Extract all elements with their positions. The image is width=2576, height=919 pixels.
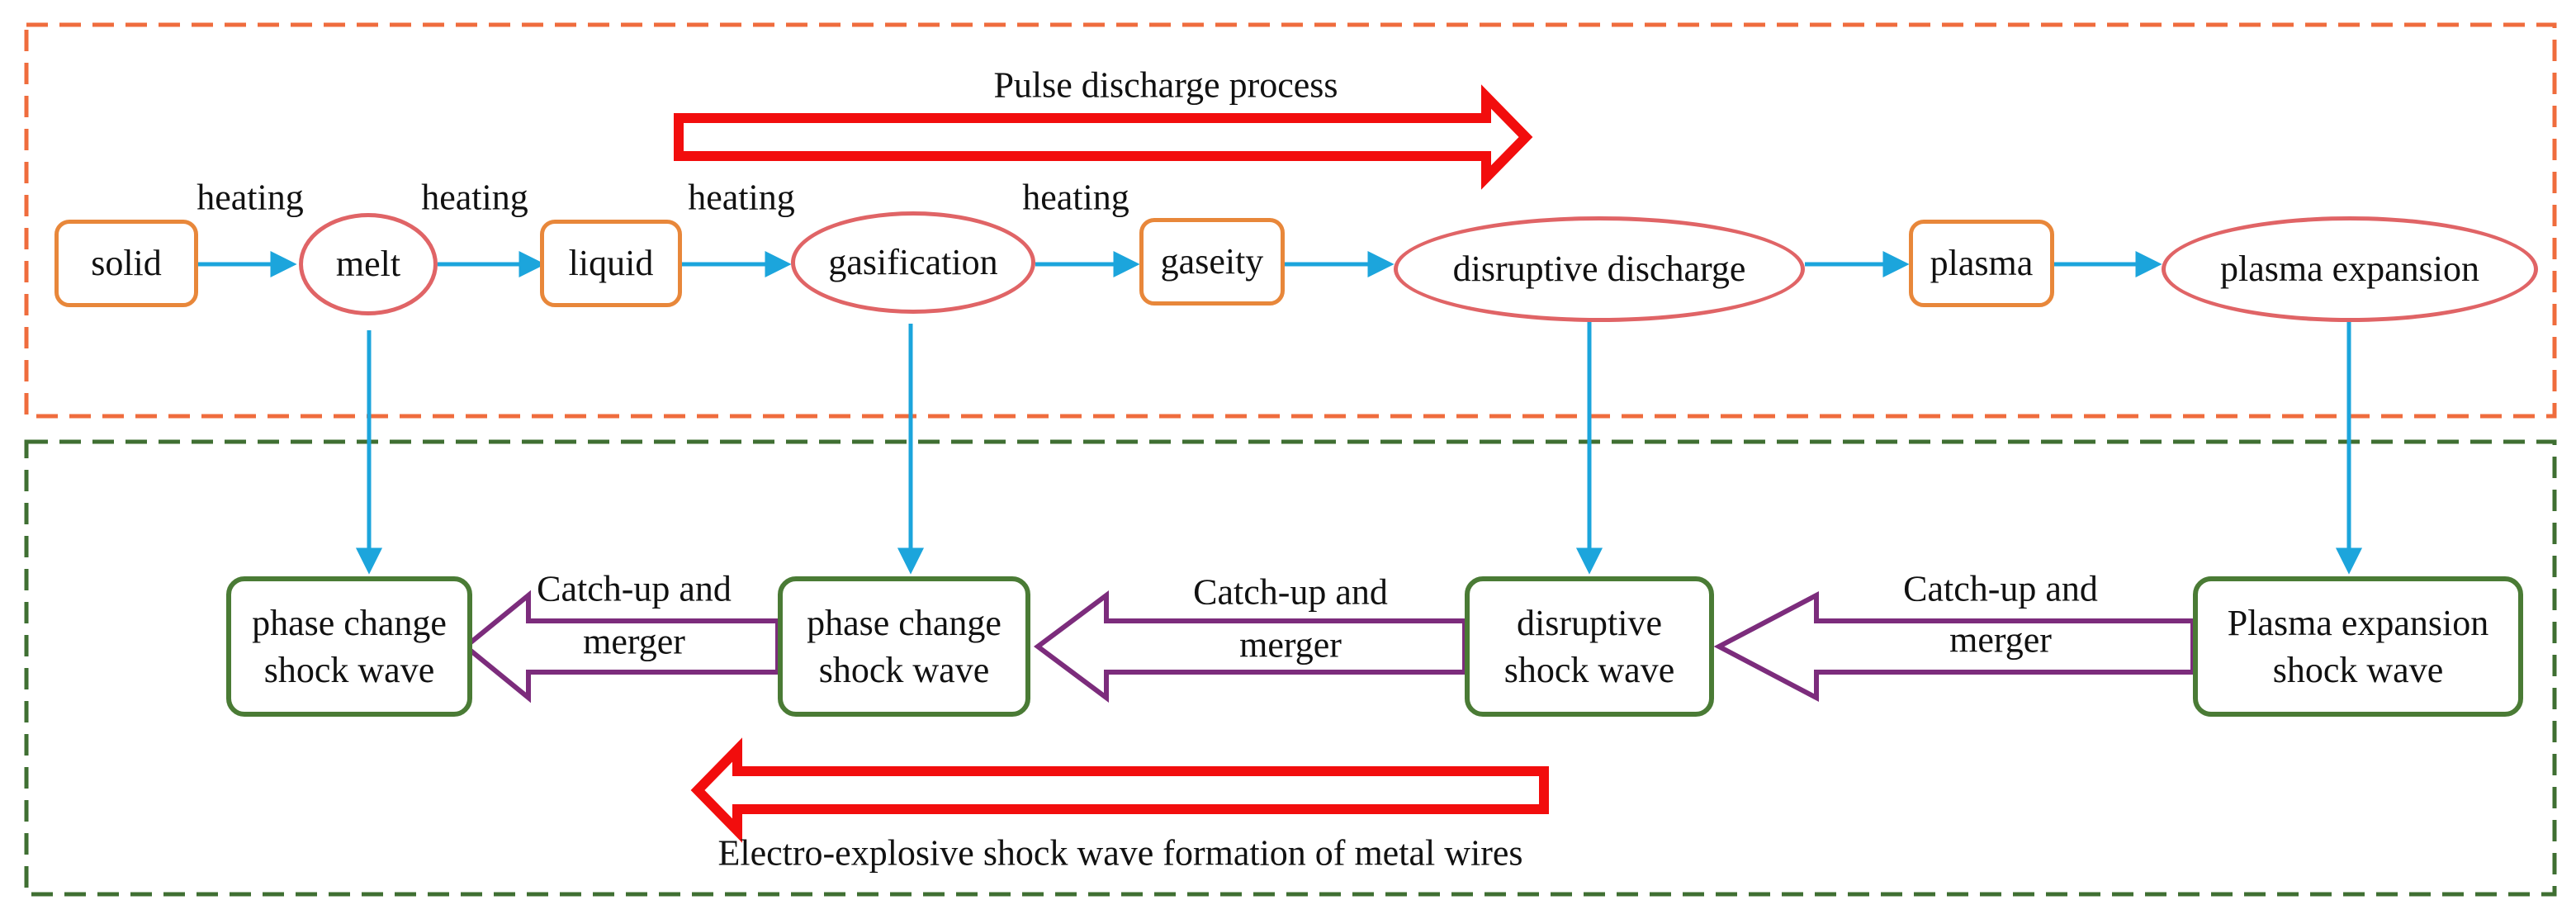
stage-liquid: liquid — [540, 220, 682, 307]
flow-arrowhead-gaseity-discharge — [1367, 250, 1395, 278]
merge-label-2-line2: merger — [1239, 624, 1342, 666]
merge-label-2-line1: Catch-up and — [1193, 571, 1388, 613]
heating-label-1: heating — [197, 177, 304, 218]
stage-solid-label: solid — [91, 243, 162, 284]
shock-wave-formation-title: Electro-explosive shock wave formation o… — [717, 832, 1523, 874]
stage-disruptive-discharge: disruptive discharge — [1394, 216, 1805, 322]
stage-plasma-label: plasma — [1930, 243, 2034, 284]
shock-wave-phase-change-1: phase change shock wave — [226, 576, 472, 717]
stage-gaseity: gaseity — [1139, 218, 1285, 306]
stage-solid: solid — [54, 220, 198, 307]
heating-label-3: heating — [688, 177, 795, 218]
stage-plasma: plasma — [1909, 220, 2054, 307]
flow-arrowhead-liquid-gasification — [765, 250, 792, 278]
down-arrowhead-discharge — [1575, 547, 1603, 575]
down-arrowhead-melt — [355, 547, 383, 575]
shock-wave-disruptive: disruptive shock wave — [1465, 576, 1714, 717]
stage-gasification: gasification — [791, 211, 1035, 314]
merge-arrow-3 — [1713, 591, 2195, 702]
stage-gaseity-label: gaseity — [1160, 241, 1264, 282]
shock-wave-formation-direction-arrow — [690, 737, 1549, 843]
shock-wave-phase-change-2-label: phase change shock wave — [807, 602, 1002, 690]
flow-arrowhead-solid-melt — [270, 250, 297, 278]
flow-arrowhead-discharge-plasma — [1882, 250, 1910, 278]
down-arrowhead-plasma-expansion — [2335, 547, 2363, 575]
shock-wave-section-border — [24, 439, 2557, 897]
heating-label-2: heating — [421, 177, 528, 218]
flow-arrowhead-melt-liquid — [519, 250, 546, 278]
stage-melt-label: melt — [335, 244, 401, 285]
pulse-discharge-direction-arrow — [674, 84, 1533, 190]
heating-label-4: heating — [1022, 177, 1129, 218]
down-arrowhead-gasification — [897, 547, 925, 575]
merge-arrow-2 — [1033, 590, 1467, 703]
stage-melt: melt — [299, 213, 438, 315]
stage-gasification-label: gasification — [828, 242, 998, 283]
stage-plasma-expansion: plasma expansion — [2162, 216, 2538, 322]
flow-arrowhead-plasma-expansion — [2135, 250, 2162, 278]
shock-wave-phase-change-1-label: phase change shock wave — [252, 602, 447, 690]
shock-wave-plasma-expansion: Plasma expansion shock wave — [2193, 576, 2523, 717]
pulse-discharge-title: Pulse discharge process — [993, 64, 1338, 106]
pulse-discharge-section-border — [24, 22, 2557, 419]
stage-disruptive-discharge-label: disruptive discharge — [1452, 249, 1746, 290]
stage-liquid-label: liquid — [568, 243, 654, 284]
merge-arrow-1 — [462, 590, 780, 703]
flow-arrowhead-gasification-gaseity — [1113, 250, 1140, 278]
merge-label-1-line2: merger — [583, 621, 685, 662]
shock-wave-phase-change-2: phase change shock wave — [778, 576, 1030, 717]
stage-plasma-expansion-label: plasma expansion — [2219, 249, 2480, 290]
shock-wave-plasma-expansion-label: Plasma expansion shock wave — [2227, 602, 2489, 690]
flow-arrows — [198, 250, 2363, 575]
merge-label-3-line2: merger — [1949, 619, 2052, 661]
merge-label-3-line1: Catch-up and — [1903, 568, 2098, 609]
shock-wave-disruptive-label: disruptive shock wave — [1503, 602, 1675, 690]
merge-label-1-line1: Catch-up and — [537, 568, 732, 609]
